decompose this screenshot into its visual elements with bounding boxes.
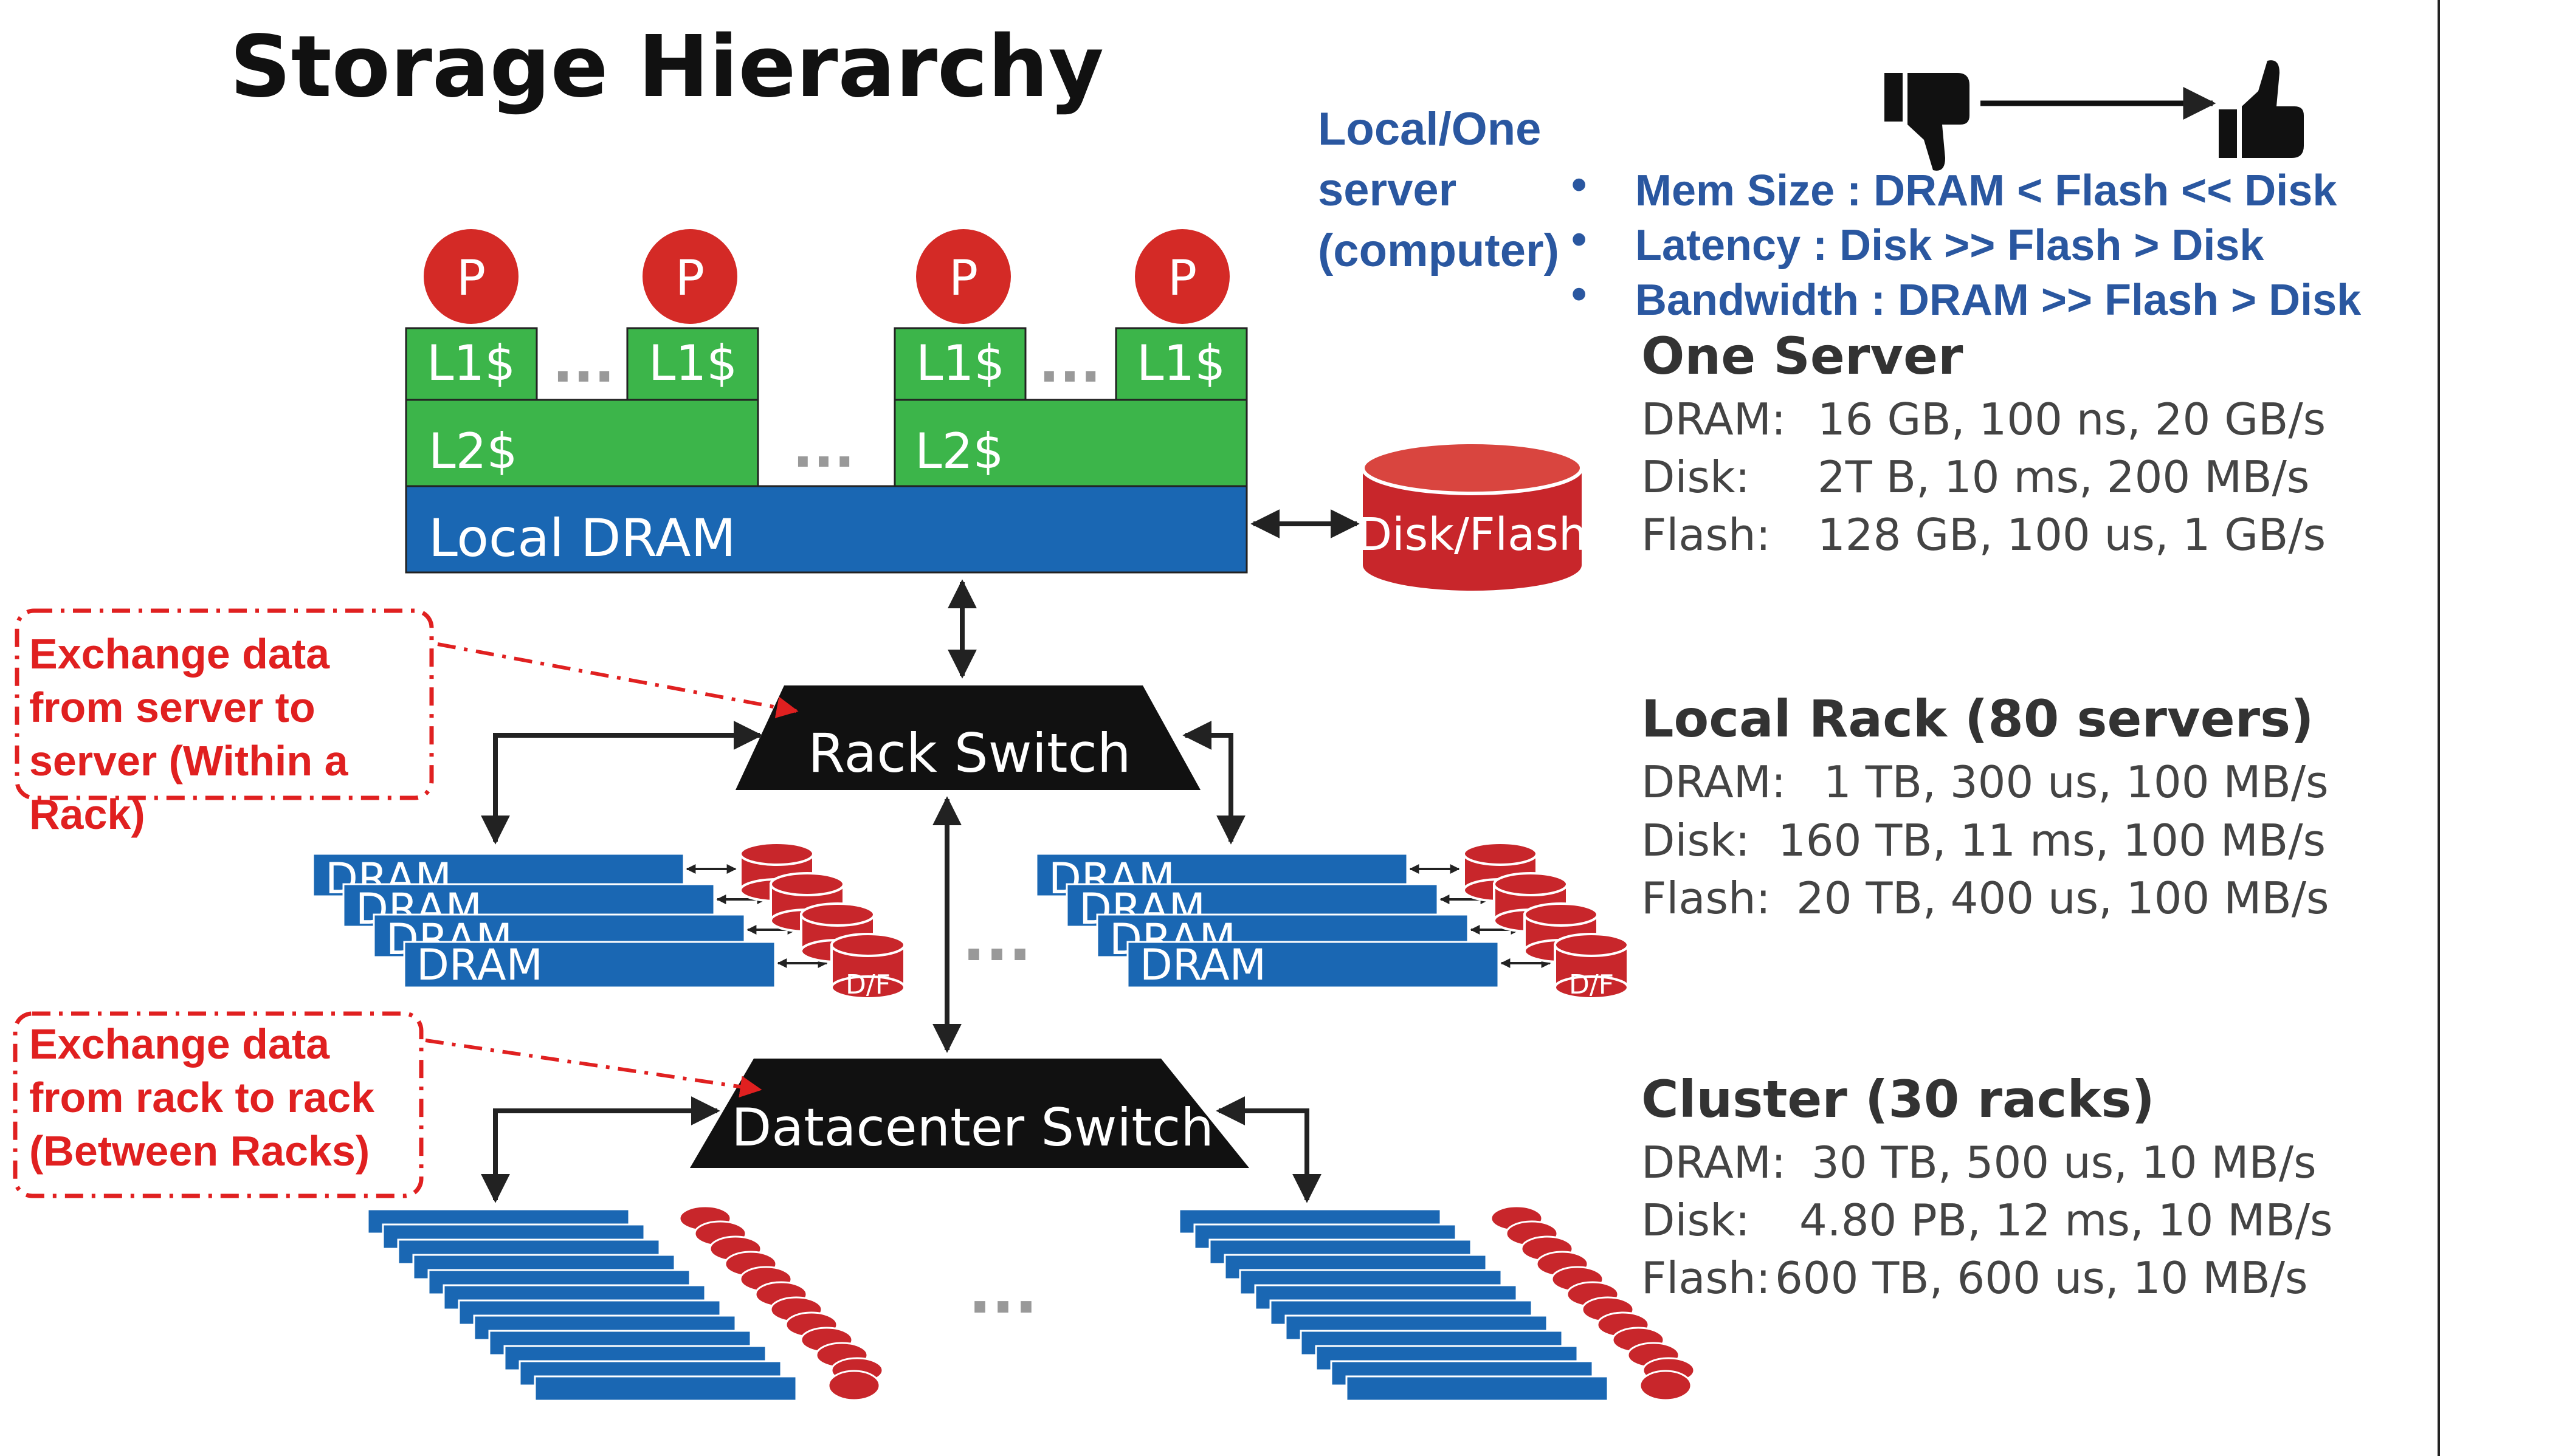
thumbs-down-icon	[1884, 73, 1969, 171]
level-row-value: 1 TB, 300 us, 100 MB/s	[1824, 757, 2329, 808]
level-row-label: Disk:	[1641, 452, 1750, 503]
slide-title: Storage Hierarchy	[230, 18, 1104, 117]
callout-between-racks: Exchange data from rack to rack (Between…	[13, 1011, 762, 1198]
level-row-label: DRAM:	[1641, 757, 1786, 808]
datacenter-switch-label: Datacenter Switch	[731, 1097, 1214, 1158]
level-row-value: 30 TB, 500 us, 10 MB/s	[1811, 1137, 2317, 1188]
disk-flash-cylinder: Disk/Flash	[1357, 441, 1587, 591]
note-line-2: server	[1318, 164, 1456, 216]
dram-label: DRAM	[416, 940, 543, 990]
level-row-value: 160 TB, 11 ms, 100 MB/s	[1778, 815, 2326, 866]
level-local-rack: Local Rack (80 servers) DRAM: 1 TB, 300 …	[1641, 689, 2329, 924]
thumbs-up-icon	[2219, 60, 2304, 158]
processor-label: P	[949, 250, 978, 306]
processor: P	[424, 229, 519, 324]
l2-cache: L2$	[405, 399, 759, 487]
cluster-disks-left	[678, 1205, 884, 1401]
server-diagram: P P P P L1$ ... L1$ L1$ ...	[312, 229, 1695, 1402]
level-cluster: Cluster (30 racks) DRAM: 30 TB, 500 us, …	[1641, 1070, 2333, 1303]
df-label: D/F	[846, 969, 891, 1000]
level-row-label: Disk:	[1641, 1195, 1750, 1246]
processor-label: P	[675, 250, 705, 306]
local-dram-label: Local DRAM	[429, 508, 736, 569]
cluster-rack-right	[1178, 1208, 1609, 1402]
l1-cache: L1$	[626, 327, 759, 401]
processor-label: P	[1168, 250, 1197, 306]
callout-between-racks-text: Exchange data from rack to rack (Between…	[29, 1020, 387, 1175]
datacenter-switch: Datacenter Switch	[690, 1059, 1249, 1168]
rack-switch-right-arrow	[1182, 721, 1246, 845]
cluster-rack-left	[367, 1208, 798, 1402]
bullet-mem-size: Mem Size : DRAM < Flash << Disk	[1635, 167, 2337, 215]
l1-cache: L1$	[405, 327, 538, 401]
l2-label: L2$	[429, 423, 517, 479]
level-heading: One Server	[1641, 326, 1963, 386]
bullet-bandwidth: Bandwidth : DRAM >> Flash > Disk	[1635, 276, 2362, 325]
l1-label: L1$	[1137, 335, 1225, 391]
level-row-value: 20 TB, 400 us, 100 MB/s	[1796, 873, 2329, 924]
l1-ellipsis: ...	[553, 331, 615, 395]
processor: P	[643, 229, 737, 324]
level-row-label: DRAM:	[1641, 1137, 1786, 1188]
level-row-label: Flash:	[1641, 509, 1771, 560]
datacenter-switch-right-arrow	[1216, 1096, 1322, 1203]
local-dram: Local DRAM	[405, 485, 1248, 574]
rack-switch-label: Rack Switch	[808, 722, 1131, 785]
bullet-dot-3: •	[1571, 270, 1587, 318]
level-row-label: DRAM:	[1641, 394, 1786, 445]
l1-cache: L1$	[894, 327, 1027, 401]
l1-cache: L1$	[1115, 327, 1248, 401]
rack-servers-right: DRAM DRAM DRAM DRAM D/F	[1035, 842, 1629, 1000]
level-row-label: Flash:	[1641, 873, 1771, 924]
processor-label: P	[457, 250, 486, 306]
note-line-1: Local/One	[1318, 103, 1541, 155]
cluster-disks-right	[1490, 1205, 1695, 1401]
level-row-value: 2T B, 10 ms, 200 MB/s	[1818, 452, 2309, 503]
level-heading: Cluster (30 racks)	[1641, 1070, 2155, 1129]
level-row-value: 600 TB, 600 us, 10 MB/s	[1775, 1252, 2307, 1303]
rack-switch: Rack Switch	[736, 685, 1201, 790]
level-row-value: 4.80 PB, 12 ms, 10 MB/s	[1799, 1195, 2333, 1246]
datacenter-switch-left-arrow	[481, 1096, 720, 1203]
rack-servers-left: DRAM DRAM DRAM DRAM D/F	[312, 842, 906, 1000]
l2-ellipsis: ...	[793, 416, 855, 480]
bullet-dot-1: •	[1571, 160, 1587, 209]
l1-label: L1$	[916, 335, 1005, 391]
level-heading: Local Rack (80 servers)	[1641, 689, 2314, 749]
local-server-note: Local/One server (computer)	[1318, 103, 1559, 276]
bullet-latency: Latency : Disk >> Flash > Disk	[1635, 221, 2264, 270]
comparison-bullets: • Mem Size : DRAM < Flash << Disk • Late…	[1571, 160, 2362, 325]
level-one-server: One Server DRAM: 16 GB, 100 ns, 20 GB/s …	[1641, 326, 2326, 560]
processor: P	[916, 229, 1011, 324]
level-row-value: 128 GB, 100 us, 1 GB/s	[1818, 509, 2326, 560]
l2-label: L2$	[915, 423, 1004, 479]
l2-cache: L2$	[894, 399, 1248, 487]
slide-border-line	[2438, 0, 2440, 1456]
level-row-value: 16 GB, 100 ns, 20 GB/s	[1818, 394, 2326, 445]
callout-within-rack: Exchange data from server to server (Wit…	[15, 608, 799, 838]
level-row-label: Flash:	[1641, 1252, 1771, 1303]
disk-flash-label: Disk/Flash	[1357, 509, 1587, 561]
l1-ellipsis: ...	[1039, 331, 1101, 395]
note-line-3: (computer)	[1318, 225, 1559, 276]
level-row-label: Disk:	[1641, 815, 1750, 866]
rack-ellipsis: ...	[962, 904, 1032, 975]
cluster-ellipsis: ...	[968, 1256, 1038, 1327]
callout-within-rack-text: Exchange data from server to server (Wit…	[29, 630, 360, 838]
l1-label: L1$	[649, 335, 737, 391]
df-label: D/F	[1569, 969, 1614, 1000]
bullet-dot-2: •	[1571, 215, 1587, 264]
processor: P	[1135, 229, 1230, 324]
rack-switch-left-arrow	[481, 721, 763, 845]
l1-label: L1$	[427, 335, 515, 391]
dram-label: DRAM	[1140, 940, 1266, 990]
